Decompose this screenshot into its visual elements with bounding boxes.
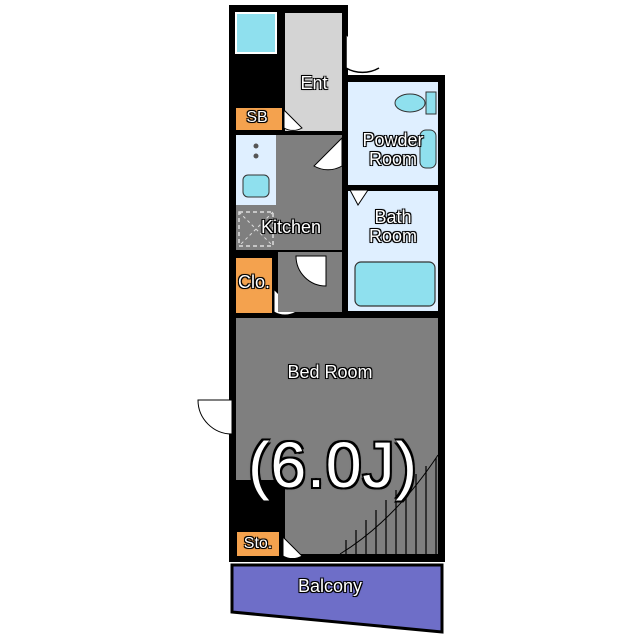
bath-door	[349, 189, 369, 206]
label-bed-room: Bed Room	[287, 362, 373, 382]
burner-icon	[253, 153, 259, 159]
shoe-box	[236, 108, 282, 130]
sb-door	[283, 108, 303, 131]
label-powder-room: Powder Room	[362, 130, 424, 169]
label-entrance: Ent	[300, 73, 328, 93]
washbasin-icon	[419, 129, 437, 169]
closet	[236, 258, 272, 313]
label-bath-room: Bath Room	[368, 207, 417, 246]
storage-door	[282, 535, 303, 560]
label-bed-room-size: (6.0J)	[248, 429, 418, 501]
storage	[237, 532, 279, 556]
sink-fixture	[242, 174, 270, 198]
entrance-door	[345, 35, 380, 74]
window-hatch	[345, 458, 437, 554]
fridge-diag	[238, 211, 274, 247]
label-shoe-box: SB	[246, 109, 268, 126]
toilet-icon	[394, 93, 426, 113]
washer-fixture	[235, 12, 277, 54]
bathtub-icon	[354, 261, 436, 307]
label-balcony: Balcony	[297, 576, 363, 596]
powder-room-door	[313, 136, 343, 171]
label-storage: Sto.	[243, 535, 273, 552]
fridge-space	[238, 211, 274, 247]
burner-icon	[253, 143, 259, 149]
entrance-floor	[285, 13, 342, 131]
label-closet: Clo.	[237, 272, 270, 292]
label-kitchen: Kitchen	[260, 217, 322, 237]
bedroom-door	[295, 255, 327, 287]
balcony	[230, 563, 444, 634]
toilet-tank	[425, 91, 437, 115]
side-door	[197, 399, 233, 435]
window-arc	[339, 454, 439, 555]
